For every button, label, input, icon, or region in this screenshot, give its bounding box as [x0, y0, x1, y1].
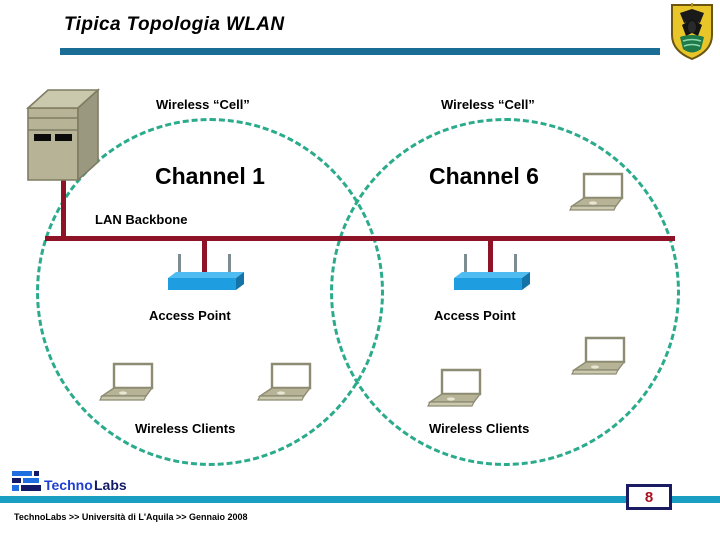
laptop-icon	[426, 368, 484, 412]
svg-text:Labs: Labs	[94, 477, 127, 493]
lan-backbone-label: LAN Backbone	[95, 212, 188, 227]
title-accent-bar	[60, 48, 660, 55]
server-backbone-link	[61, 180, 66, 238]
access-point-left-link	[202, 239, 207, 275]
page-title: Tipica Topologia WLAN	[64, 14, 285, 35]
channel-left-label: Channel 1	[155, 163, 265, 189]
wireless-cell-left-label: Wireless “Cell”	[156, 97, 250, 112]
page-number-badge: 8	[626, 484, 672, 510]
wireless-cell-right-label: Wireless “Cell”	[441, 97, 535, 112]
wireless-clients-right-label: Wireless Clients	[429, 421, 530, 436]
svg-text:Techno: Techno	[44, 477, 93, 493]
access-point-right-icon	[448, 252, 534, 298]
laptop-icon	[256, 362, 314, 406]
footer-accent-bar	[0, 496, 720, 503]
access-point-right-label: Access Point	[434, 308, 516, 323]
university-crest-icon	[670, 3, 714, 61]
access-point-left-icon	[162, 252, 248, 298]
lan-backbone-line	[45, 236, 675, 241]
laptop-icon	[568, 172, 626, 216]
channel-right-label: Channel 6	[429, 163, 539, 189]
access-point-right-link	[488, 239, 493, 275]
wireless-clients-left-label: Wireless Clients	[135, 421, 236, 436]
laptop-icon	[570, 336, 628, 380]
technolabs-logo: Techno Labs	[10, 470, 134, 496]
wireless-cell-right	[330, 118, 680, 466]
server-icon	[24, 86, 102, 184]
laptop-icon	[98, 362, 156, 406]
footer-credit: TechnoLabs >> Università di L'Aquila >> …	[14, 512, 248, 522]
page-number: 8	[644, 488, 654, 506]
access-point-left-label: Access Point	[149, 308, 231, 323]
